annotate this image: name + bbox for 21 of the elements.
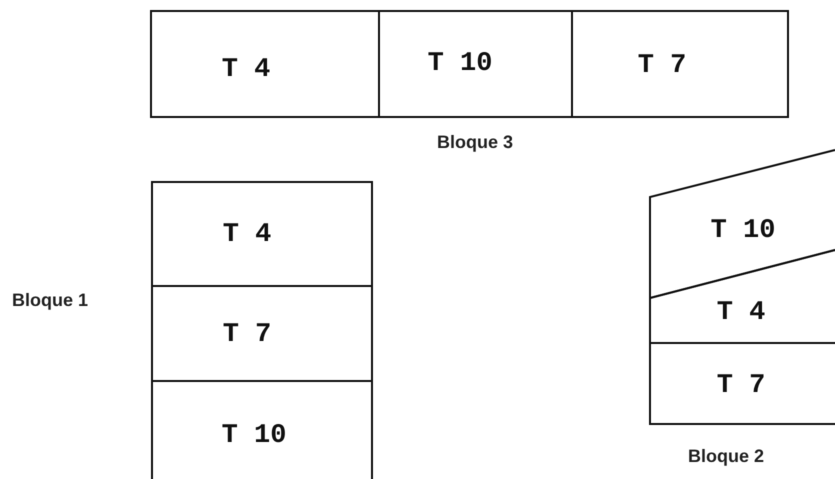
- block-label: Bloque 2: [688, 446, 764, 467]
- segment: [378, 10, 573, 118]
- slanted-segment: [650, 150, 835, 298]
- segment-label: T 4: [716, 298, 766, 328]
- segment: [151, 181, 373, 287]
- segment-label: T 7: [222, 320, 272, 350]
- slanted-segment: [650, 250, 835, 343]
- segment: [151, 285, 373, 382]
- segment-label: T 10: [710, 216, 776, 246]
- slanted-segment: [650, 343, 835, 424]
- block-label: Bloque 1: [12, 290, 88, 311]
- segment: [150, 10, 380, 118]
- segment: [151, 380, 373, 479]
- block-label: Bloque 3: [437, 132, 514, 153]
- segment-label: T 10: [222, 421, 286, 451]
- segment-label: T 7: [716, 371, 766, 401]
- segment: [571, 10, 789, 118]
- segment-label: T 4: [222, 55, 270, 85]
- segment-label: T 7: [638, 51, 686, 81]
- segment-label: T 10: [428, 49, 492, 79]
- segment-label: T 4: [222, 220, 272, 250]
